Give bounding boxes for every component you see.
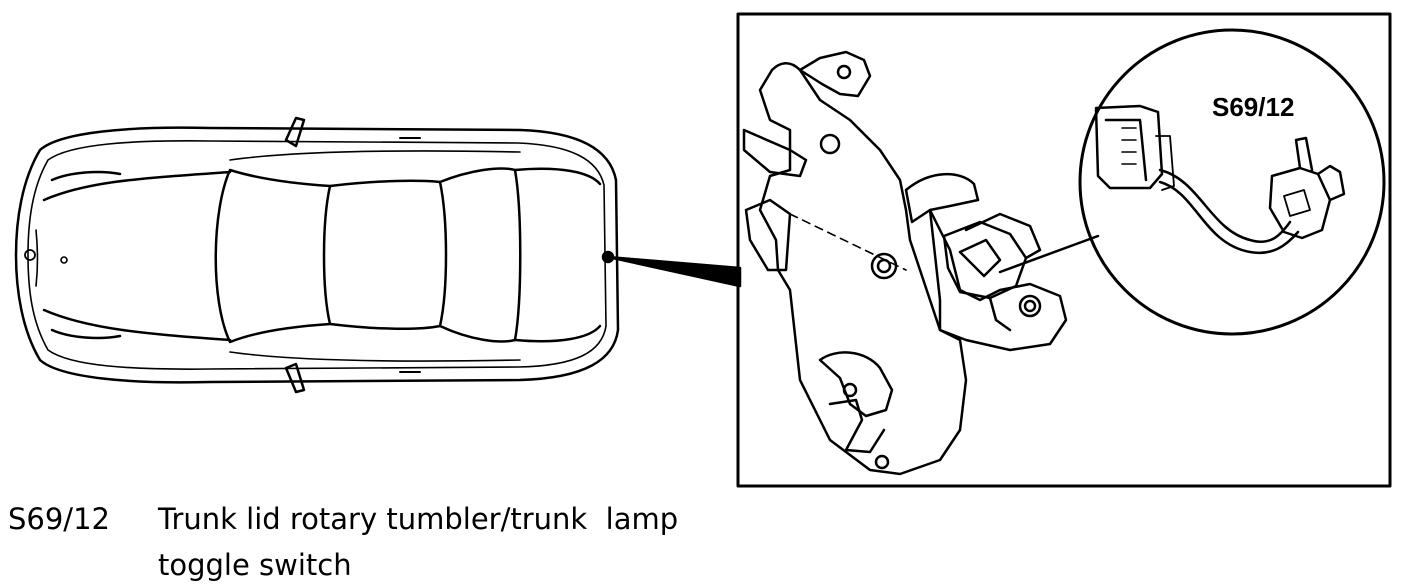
component-description: Trunk lid rotary tumbler/trunk lamp togg… <box>158 496 758 588</box>
callout-leader <box>998 234 1100 274</box>
component-code: S69/12 <box>8 502 110 536</box>
zoom-detail <box>1078 28 1386 336</box>
description-line-2: toggle switch <box>158 548 352 582</box>
trunk-latch-assembly <box>742 50 1068 476</box>
description-line-1: Trunk lid rotary tumbler/trunk lamp <box>158 502 679 536</box>
zoom-circle <box>1078 28 1386 336</box>
callout-label: S69/12 <box>1212 92 1294 122</box>
detail-frame <box>736 12 1392 488</box>
car-top-view <box>14 116 620 394</box>
pointer-wedge <box>606 255 742 288</box>
